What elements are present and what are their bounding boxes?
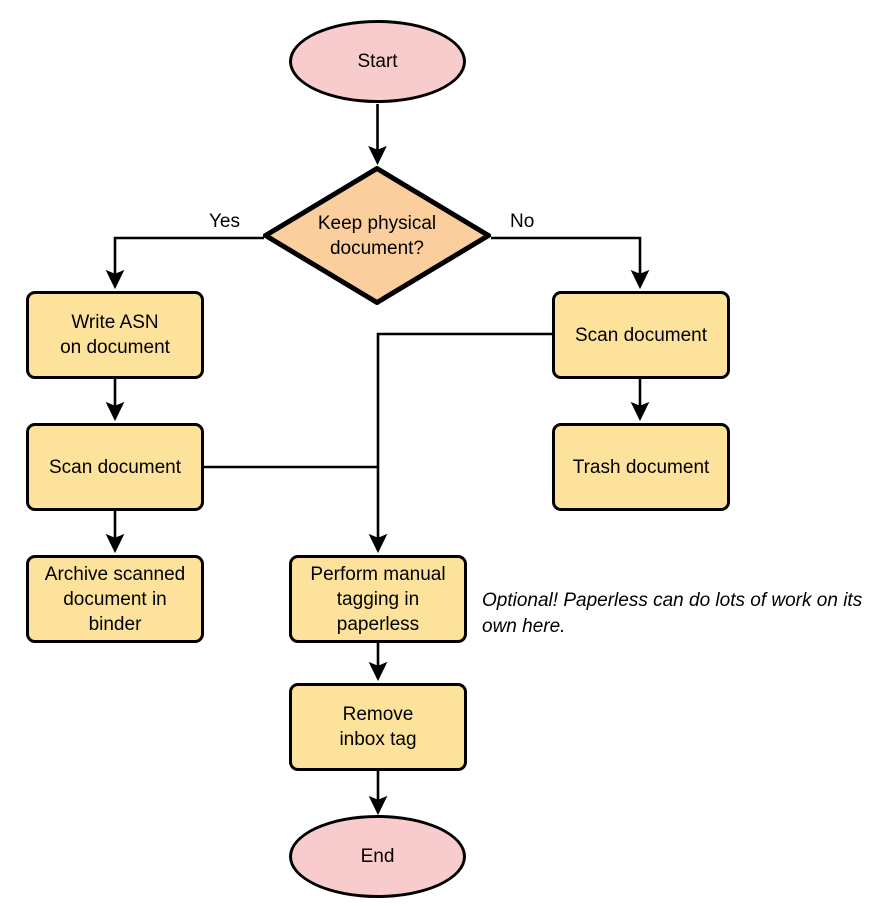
- node-manual-tagging-label: Perform manual tagging in paperless: [310, 563, 446, 635]
- node-scan-document-right[interactable]: Scan document: [552, 291, 730, 379]
- node-remove-inbox-tag-label: Remove inbox tag: [339, 704, 417, 750]
- node-start-label: Start: [357, 51, 398, 72]
- node-write-asn-label: Write ASN on document: [60, 312, 170, 358]
- node-start[interactable]: Start: [289, 20, 466, 103]
- node-write-asn-on-document[interactable]: Write ASN on document: [26, 291, 204, 379]
- node-scan-document-left[interactable]: Scan document: [26, 423, 204, 511]
- node-decision-label: Keep physical document?: [317, 212, 437, 259]
- node-trash-document-label: Trash document: [572, 456, 710, 478]
- node-perform-manual-tagging-in-paperless[interactable]: Perform manual tagging in paperless: [289, 555, 467, 643]
- note-optional-paperless: Optional! Paperless can do lots of work …: [482, 590, 863, 637]
- node-remove-inbox-tag[interactable]: Remove inbox tag: [289, 683, 467, 771]
- node-archive-scanned-document-in-binder[interactable]: Archive scanned document in binder: [26, 555, 204, 643]
- edge-label-no: No: [510, 211, 535, 232]
- node-scan-document-left-label: Scan document: [48, 456, 182, 478]
- node-decision-keep-physical-document[interactable]: Keep physical document?: [263, 166, 491, 305]
- edge-scan-right-to-manual-tagging: [368, 332, 552, 554]
- node-end[interactable]: End: [289, 815, 466, 898]
- edge-decision-no-to-scan-right: [491, 236, 650, 290]
- edge-decision-yes-to-write-asn: [105, 236, 264, 290]
- edge-label-yes: Yes: [209, 211, 240, 232]
- node-trash-document[interactable]: Trash document: [552, 423, 730, 511]
- node-scan-document-right-label: Scan document: [574, 324, 708, 346]
- node-end-label: End: [360, 846, 395, 867]
- node-archive-binder-label: Archive scanned document in binder: [44, 563, 186, 635]
- diamond-shape: [263, 166, 491, 305]
